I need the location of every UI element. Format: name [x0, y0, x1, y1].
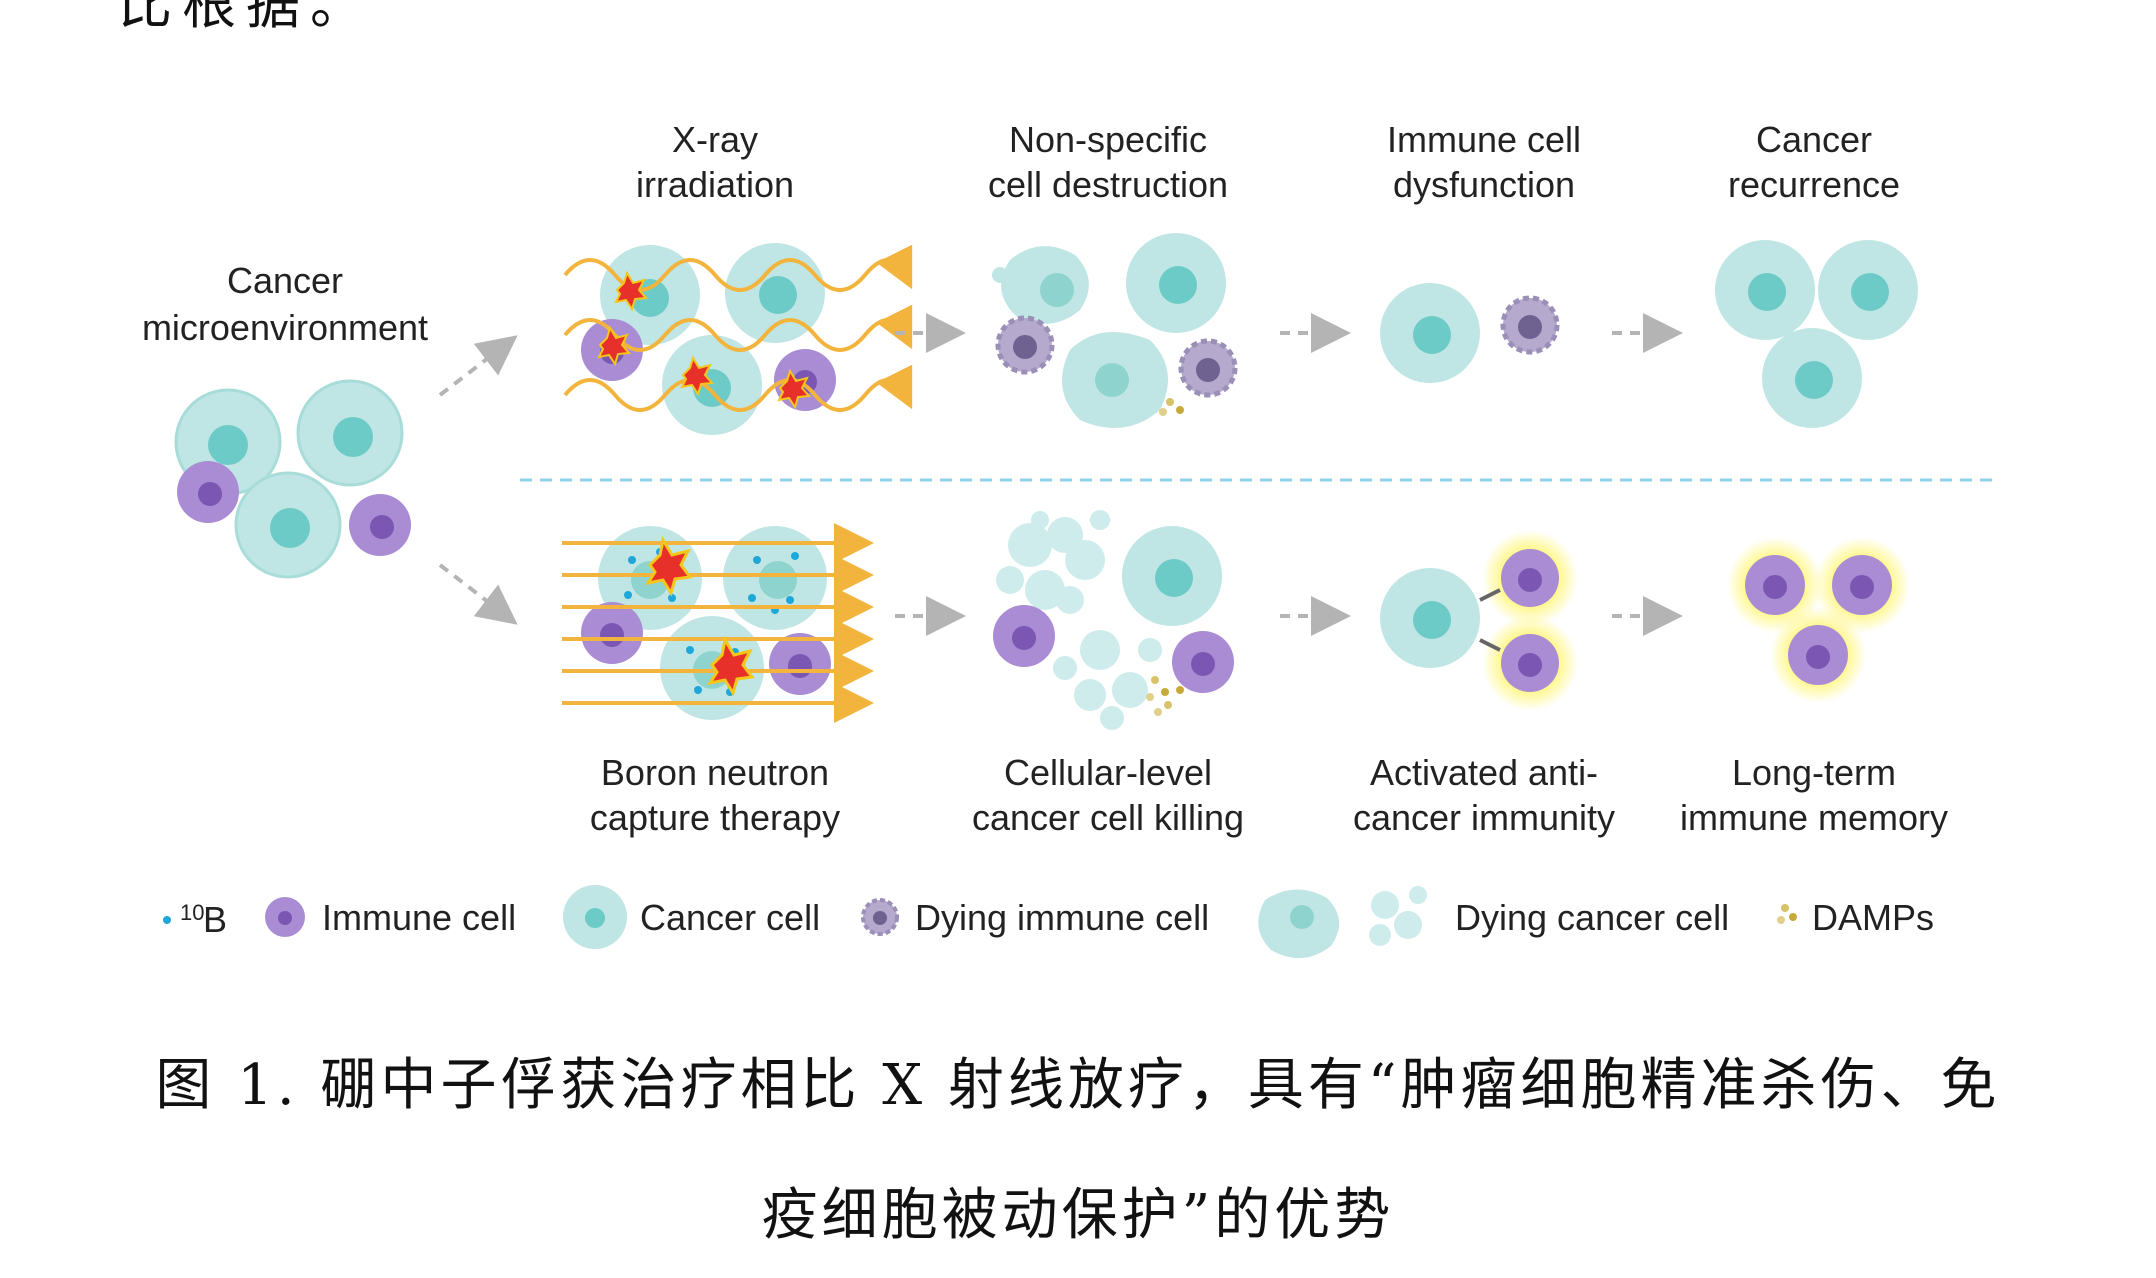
- damps: [1159, 398, 1184, 416]
- legend-immune-cell: Immune cell: [265, 897, 516, 938]
- dying-immune-cell: [995, 315, 1055, 375]
- label-xray-irradiation: X-ray irradiation: [636, 119, 794, 205]
- previous-paragraph-fragment: 比根据。: [118, 0, 374, 36]
- immune-cell: [581, 602, 643, 664]
- xray-wave: [563, 244, 913, 292]
- immune-cell: [349, 494, 411, 556]
- activated-immune-cell: [1501, 549, 1559, 607]
- legend-dying-immune-cell: Dying immune cell: [861, 897, 1209, 938]
- nonspecific-destruction-cells: [992, 233, 1238, 428]
- svg-text:microenvironment: microenvironment: [142, 307, 428, 348]
- cancer-cell: [1818, 240, 1918, 340]
- legend-cancer-cell: Cancer cell: [563, 885, 820, 949]
- svg-text:Immune cell: Immune cell: [322, 897, 516, 938]
- cancer-cell: [234, 471, 342, 579]
- svg-text:immune memory: immune memory: [1680, 797, 1948, 838]
- svg-text:Dying immune cell: Dying immune cell: [915, 897, 1209, 938]
- svg-text:Activated anti-: Activated anti-: [1370, 752, 1598, 793]
- recurrence-cells: [1715, 240, 1918, 428]
- cancer-cell: [1715, 240, 1815, 340]
- attack-line: [1479, 588, 1501, 602]
- attack-line: [1479, 638, 1501, 652]
- fission-burst-icon: [706, 635, 755, 697]
- branch-arrow-up: [438, 335, 518, 397]
- svg-text:Immune cell: Immune cell: [1387, 119, 1581, 160]
- svg-text:Cancer: Cancer: [227, 260, 343, 301]
- svg-text:Cellular-level: Cellular-level: [1004, 752, 1212, 793]
- memory-immune-cell: [1832, 555, 1892, 615]
- dying-cancer-cell: [1053, 630, 1162, 730]
- xray-wave: [563, 364, 913, 412]
- svg-text:capture therapy: capture therapy: [590, 797, 840, 838]
- fission-burst-icon: [644, 535, 693, 597]
- cancer-cell: [723, 526, 827, 630]
- cancer-cell: [1762, 328, 1862, 428]
- svg-text:recurrence: recurrence: [1728, 164, 1900, 205]
- label-cancer-microenvironment: Cancer microenvironment: [142, 260, 428, 348]
- immune-dysfunction-cells: [1380, 283, 1560, 383]
- damps: [1146, 676, 1184, 716]
- legend-damps: DAMPs: [1777, 897, 1934, 938]
- cancer-cell: [1122, 526, 1222, 626]
- cancer-cell: [725, 243, 825, 343]
- microenvironment-cells: [174, 379, 411, 579]
- label-bnct: Boron neutron capture therapy: [590, 752, 840, 838]
- svg-text:Long-term: Long-term: [1732, 752, 1896, 793]
- svg-text:Dying cancer cell: Dying cancer cell: [1455, 897, 1729, 938]
- damage-burst-icon: [597, 325, 632, 367]
- immune-memory-cells: [1727, 537, 1910, 703]
- damage-burst-icon: [777, 368, 812, 410]
- label-immune-dysfunction: Immune cell dysfunction: [1387, 119, 1581, 205]
- dying-cancer-cell: [996, 510, 1110, 614]
- dying-immune-cell: [1500, 295, 1560, 355]
- legend-boron: 10 B: [163, 899, 227, 940]
- label-cancer-recurrence: Cancer recurrence: [1728, 119, 1900, 205]
- svg-text:B: B: [203, 899, 227, 940]
- damage-burst-icon: [614, 270, 649, 312]
- figure-caption-line-2: 疫细胞被动保护”的优势: [761, 1183, 1395, 1248]
- branch-arrow-down: [438, 563, 518, 625]
- activated-immunity-cells: [1380, 530, 1578, 711]
- cancer-cell: [296, 379, 404, 487]
- svg-text:cancer cell killing: cancer cell killing: [972, 797, 1244, 838]
- legend-dying-cancer-cell: Dying cancer cell: [1258, 886, 1729, 959]
- figure-caption-line-1: 图 1. 硼中子俘获治疗相比 X 射线放疗，具有“肿瘤细胞精准杀伤、免: [155, 1053, 2001, 1118]
- activated-immune-cell: [1501, 634, 1559, 692]
- label-immune-memory: Long-term immune memory: [1680, 752, 1948, 838]
- svg-text:irradiation: irradiation: [636, 164, 794, 205]
- cancer-cell: [1380, 568, 1480, 668]
- svg-text:Cancer: Cancer: [1756, 119, 1872, 160]
- immune-cell: [1172, 631, 1234, 693]
- bnct-vs-xray-diagram: X-ray irradiation Non-specific cell dest…: [142, 119, 2000, 959]
- dying-cancer-cell: [1062, 332, 1168, 428]
- svg-text:Boron neutron: Boron neutron: [601, 752, 829, 793]
- cancer-cell: [1126, 233, 1226, 333]
- dying-cancer-cell: [992, 246, 1089, 324]
- immune-cell: [993, 605, 1055, 667]
- svg-text:dysfunction: dysfunction: [1393, 164, 1575, 205]
- svg-text:Cancer cell: Cancer cell: [640, 897, 820, 938]
- svg-text:DAMPs: DAMPs: [1812, 897, 1934, 938]
- cancer-cell: [600, 245, 700, 345]
- svg-text:10: 10: [180, 900, 204, 925]
- cellular-killing-cells: [993, 510, 1234, 730]
- label-activated-immunity: Activated anti- cancer immunity: [1353, 752, 1615, 838]
- dying-immune-cell: [1178, 338, 1238, 398]
- label-non-specific-destruction: Non-specific cell destruction: [988, 119, 1228, 205]
- immune-cell: [177, 461, 239, 523]
- memory-immune-cell: [1745, 555, 1805, 615]
- svg-text:X-ray: X-ray: [672, 119, 758, 160]
- label-cellular-killing: Cellular-level cancer cell killing: [972, 752, 1244, 838]
- legend: 10 B Immune cell Cancer cell Dying immun…: [163, 885, 1934, 959]
- svg-text:cancer immunity: cancer immunity: [1353, 797, 1615, 838]
- cancer-cell: [1380, 283, 1480, 383]
- damage-burst-icon: [680, 355, 715, 397]
- bnct-panel: [562, 523, 874, 723]
- svg-text:cell destruction: cell destruction: [988, 164, 1228, 205]
- immune-cell: [769, 633, 831, 695]
- xray-panel: [563, 243, 913, 435]
- svg-text:Non-specific: Non-specific: [1009, 119, 1207, 160]
- memory-immune-cell: [1788, 625, 1848, 685]
